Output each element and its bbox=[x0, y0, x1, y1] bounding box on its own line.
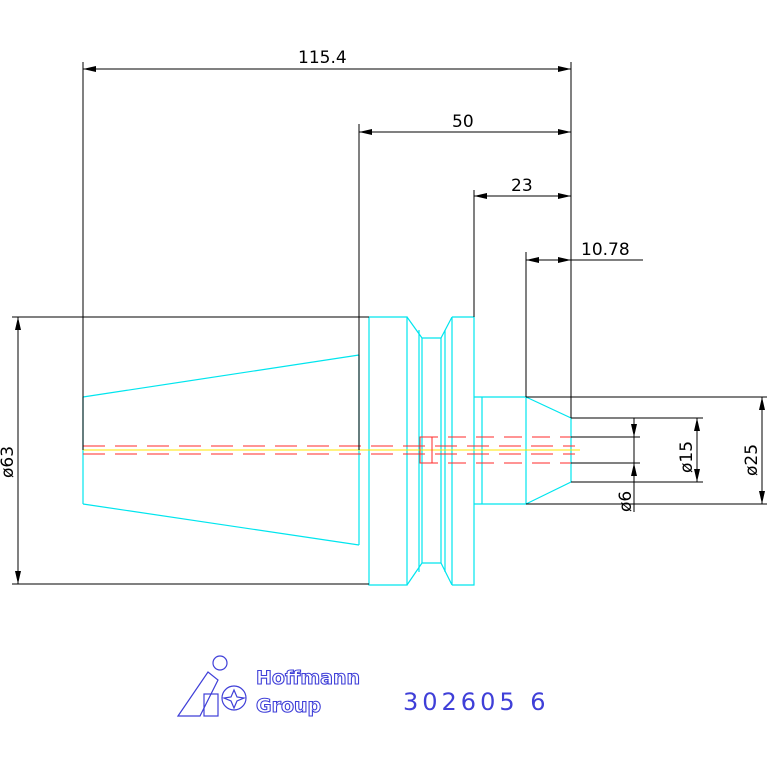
logo-line2: Group bbox=[256, 695, 321, 717]
logo-line1: Hoffmann bbox=[256, 667, 360, 689]
dim-overall-length: 115.4 bbox=[298, 48, 347, 68]
arrowheads bbox=[15, 66, 765, 584]
dim-shank-length: 23 bbox=[511, 176, 533, 196]
dim-nose-diameter: ø25 bbox=[742, 444, 762, 476]
logo-mark-icon bbox=[176, 655, 247, 717]
taper-cone bbox=[82, 354, 360, 398]
bore-outline bbox=[419, 436, 433, 464]
part-number: 302605 6 bbox=[403, 688, 550, 716]
dim-taper-diameter: ø63 bbox=[0, 446, 18, 478]
dim-flange-length: 50 bbox=[452, 112, 474, 132]
collar bbox=[452, 316, 475, 586]
dim-collar-diameter: ø15 bbox=[677, 441, 697, 473]
centerline-group bbox=[83, 436, 580, 464]
hoffmann-logo: Hoffmann Group bbox=[176, 655, 361, 718]
flange bbox=[368, 316, 408, 586]
v-groove bbox=[406, 316, 453, 339]
dimension-lines bbox=[12, 62, 767, 585]
dim-nose-length: 10.78 bbox=[581, 240, 630, 260]
part-outline bbox=[82, 316, 572, 586]
dim-bore-diameter: ø6 bbox=[616, 491, 636, 512]
